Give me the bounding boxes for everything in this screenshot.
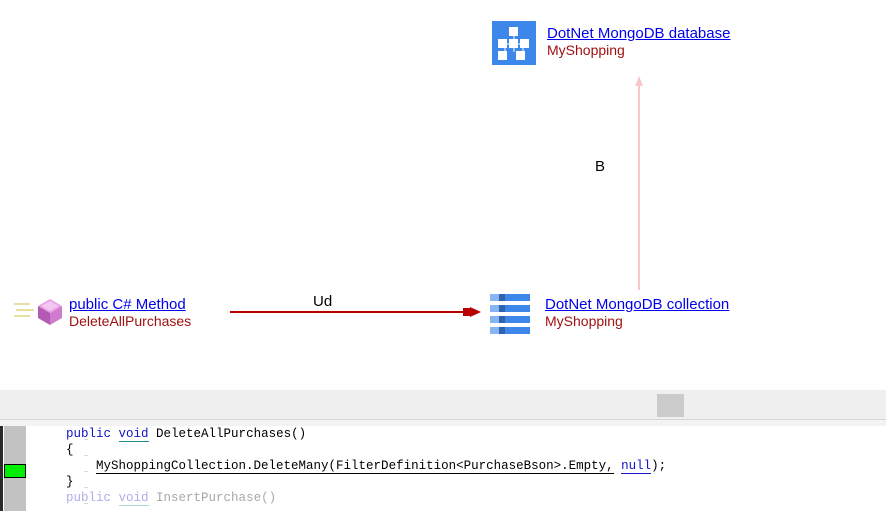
code-token: [111, 491, 119, 505]
edge-label-b: B: [595, 158, 606, 175]
mongodb-database-icon: [492, 21, 536, 65]
node-subtitle-database: MyShopping: [547, 42, 625, 58]
code-gutter-breakpoint-marker[interactable]: [4, 464, 26, 478]
csharp-method-icon: [14, 297, 64, 327]
code-editor-pane[interactable]: public void DeleteAllPurchases(){ MyShop…: [0, 426, 886, 511]
code-token: }: [66, 475, 74, 489]
edge-arrowhead-right: [470, 307, 481, 317]
code-token: MyShoppingCollection.DeleteMany(FilterDe…: [96, 459, 614, 474]
edge-label-ud: Ud: [313, 293, 333, 310]
edge-line-vertical: [638, 85, 640, 290]
code-pane-left-border: [0, 426, 3, 511]
code-indicator-strip: [26, 426, 88, 511]
code-token: InsertPurchase(): [148, 491, 277, 505]
code-line-delete-many-call[interactable]: MyShoppingCollection.DeleteMany(FilterDe…: [66, 458, 886, 474]
code-line-next-method-partial[interactable]: public void InsertPurchase(): [66, 490, 886, 506]
code-token: );: [651, 459, 667, 473]
edge-line-horizontal: [230, 311, 470, 313]
code-token: void: [118, 427, 149, 442]
node-title-method[interactable]: public C# Method: [69, 296, 186, 313]
diagram-horizontal-scrollbar[interactable]: [0, 389, 886, 420]
diagram-canvas[interactable]: DotNet MongoDB database MyShopping DotNe…: [0, 0, 886, 388]
edge-arrow-shaft-thick: [463, 308, 470, 316]
code-token: [614, 459, 622, 473]
edge-arrowhead-up: [635, 76, 643, 86]
code-token: void: [118, 491, 149, 506]
node-mongodb-collection[interactable]: DotNet MongoDB collection MyShopping: [490, 293, 780, 339]
node-subtitle-method: DeleteAllPurchases: [69, 313, 192, 329]
node-title-database[interactable]: DotNet MongoDB database: [547, 25, 731, 42]
node-title-collection[interactable]: DotNet MongoDB collection: [545, 296, 730, 313]
code-token: public: [66, 491, 112, 505]
horizontal-scroll-thumb[interactable]: [657, 394, 684, 417]
code-token: [66, 459, 96, 473]
node-mongodb-database[interactable]: DotNet MongoDB database MyShopping: [492, 21, 782, 67]
code-line-close-brace[interactable]: }: [66, 474, 886, 490]
code-token: public: [66, 427, 112, 441]
node-csharp-method[interactable]: public C# Method DeleteAllPurchases: [14, 293, 234, 339]
code-line-signature[interactable]: public void DeleteAllPurchases(): [66, 426, 886, 442]
code-line-open-brace[interactable]: {: [66, 442, 886, 458]
node-subtitle-collection: MyShopping: [545, 313, 623, 329]
code-token: [111, 427, 119, 441]
code-token: {: [66, 443, 74, 457]
mongodb-collection-icon: [490, 293, 530, 337]
code-token: DeleteAllPurchases(): [148, 427, 307, 441]
code-text-area[interactable]: public void DeleteAllPurchases(){ MyShop…: [66, 426, 886, 511]
code-token: null: [621, 459, 652, 474]
